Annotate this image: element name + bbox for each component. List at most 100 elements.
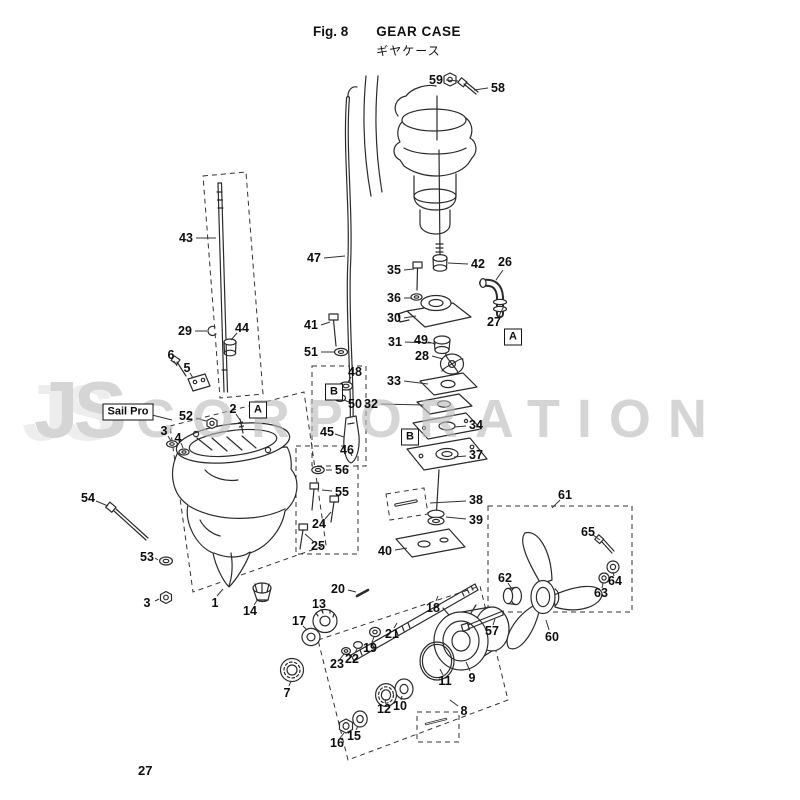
leader-line bbox=[304, 533, 314, 542]
leader-line bbox=[189, 372, 194, 379]
leader-line bbox=[465, 661, 471, 672]
water-pump-housing-30 bbox=[397, 294, 472, 328]
leader-line bbox=[601, 582, 604, 589]
drawing bbox=[105, 72, 620, 734]
pickup-tube-group-box bbox=[311, 365, 367, 467]
leader-line bbox=[321, 489, 333, 492]
washer-15 bbox=[352, 710, 368, 728]
leader-line bbox=[347, 589, 357, 593]
leader-line bbox=[339, 653, 345, 660]
leader-line bbox=[384, 698, 387, 704]
gasket-32 bbox=[416, 393, 473, 415]
bolt-24 bbox=[329, 495, 340, 523]
leader-line bbox=[339, 732, 345, 739]
elbow-26-clamp-27 bbox=[479, 278, 508, 318]
propeller-60 bbox=[506, 531, 603, 650]
impeller-28 bbox=[439, 352, 465, 376]
leader-line bbox=[253, 598, 259, 606]
driveshaft-group-box bbox=[202, 171, 264, 399]
leader-line bbox=[498, 305, 505, 317]
washers-3-4 bbox=[166, 440, 190, 456]
bearing-7 bbox=[279, 657, 305, 683]
leader-line bbox=[473, 87, 489, 91]
nut-3-lower bbox=[159, 590, 173, 605]
leader-line bbox=[380, 403, 425, 406]
cotter-pin-group-box bbox=[416, 711, 460, 743]
leader-line bbox=[445, 516, 467, 520]
leader-line bbox=[427, 341, 437, 345]
figure-titles: GEAR CASE ギヤケース bbox=[376, 24, 461, 59]
nut-52 bbox=[206, 417, 218, 430]
circlip-29 bbox=[207, 325, 217, 337]
leader-line bbox=[167, 435, 172, 442]
leader-line bbox=[592, 534, 601, 541]
leader-line bbox=[349, 451, 353, 457]
leader-line bbox=[439, 668, 444, 676]
leader-line bbox=[445, 79, 459, 82]
leader-line bbox=[216, 588, 224, 597]
bearing-12 bbox=[375, 682, 398, 707]
upper-housing-assembly bbox=[363, 75, 477, 235]
bearing-carrier-group-box bbox=[317, 585, 509, 761]
leader-line bbox=[320, 608, 324, 614]
leader-line bbox=[429, 500, 467, 504]
bearing-17 bbox=[301, 627, 321, 647]
shear-pin-20 bbox=[355, 588, 370, 598]
figure-title-japanese: ギヤケース bbox=[376, 44, 441, 58]
leader-line bbox=[288, 680, 292, 687]
leader-line bbox=[447, 262, 469, 265]
bearing-10 bbox=[394, 678, 414, 700]
leader-line bbox=[449, 699, 459, 707]
page-number: 27 bbox=[138, 763, 153, 778]
leader-line bbox=[545, 619, 550, 631]
driveshaft-43 bbox=[216, 182, 229, 393]
gasket-34 bbox=[412, 412, 482, 440]
pickup-tube-45-46 bbox=[343, 415, 360, 464]
leader-line bbox=[230, 332, 238, 341]
bearing-carrier-9 bbox=[433, 604, 510, 671]
bushing-44 bbox=[223, 338, 237, 357]
leader-line bbox=[195, 417, 207, 422]
impeller-cup-31-49 bbox=[433, 335, 451, 355]
leader-line bbox=[403, 268, 415, 271]
leader-line bbox=[431, 355, 444, 360]
stud-2 bbox=[237, 418, 245, 434]
leader-line bbox=[347, 376, 352, 383]
o-ring-11 bbox=[419, 641, 455, 681]
bolt-group-box bbox=[295, 445, 359, 555]
bolt-57 bbox=[460, 610, 504, 632]
leader-line bbox=[302, 625, 308, 631]
pinion-gear-14 bbox=[252, 582, 272, 603]
leader-line bbox=[551, 499, 561, 509]
figure-header: Fig. 8 GEAR CASE ギヤケース bbox=[313, 24, 461, 59]
leader-line bbox=[355, 725, 359, 731]
leader-line bbox=[151, 414, 173, 421]
washers-39 bbox=[427, 509, 445, 526]
leader-line bbox=[403, 380, 429, 385]
leader-line bbox=[612, 571, 615, 577]
bolt-55 bbox=[309, 482, 320, 511]
leader-line bbox=[507, 582, 513, 590]
leader-line bbox=[320, 321, 331, 326]
shims-22-23 bbox=[341, 640, 364, 655]
nut-59-bolt-58 bbox=[443, 72, 479, 95]
leader-line bbox=[454, 425, 467, 428]
leader-line bbox=[343, 399, 350, 403]
leader-line bbox=[354, 648, 358, 654]
figure-title: GEAR CASE bbox=[376, 24, 462, 39]
upper-driveshaft bbox=[435, 95, 444, 257]
leader-line bbox=[394, 547, 408, 551]
leader-line bbox=[235, 413, 241, 421]
bolt-41-washer-51 bbox=[328, 313, 349, 357]
leader-lines bbox=[95, 79, 615, 739]
washer-63 bbox=[598, 572, 610, 584]
washer-53 bbox=[159, 556, 174, 566]
propeller-group-box bbox=[487, 505, 633, 613]
washer-64 bbox=[606, 560, 620, 574]
leader-line bbox=[492, 618, 496, 626]
thrust-hub-62 bbox=[502, 586, 523, 606]
propeller-shaft-18 bbox=[350, 583, 479, 662]
key-38 bbox=[394, 499, 418, 507]
